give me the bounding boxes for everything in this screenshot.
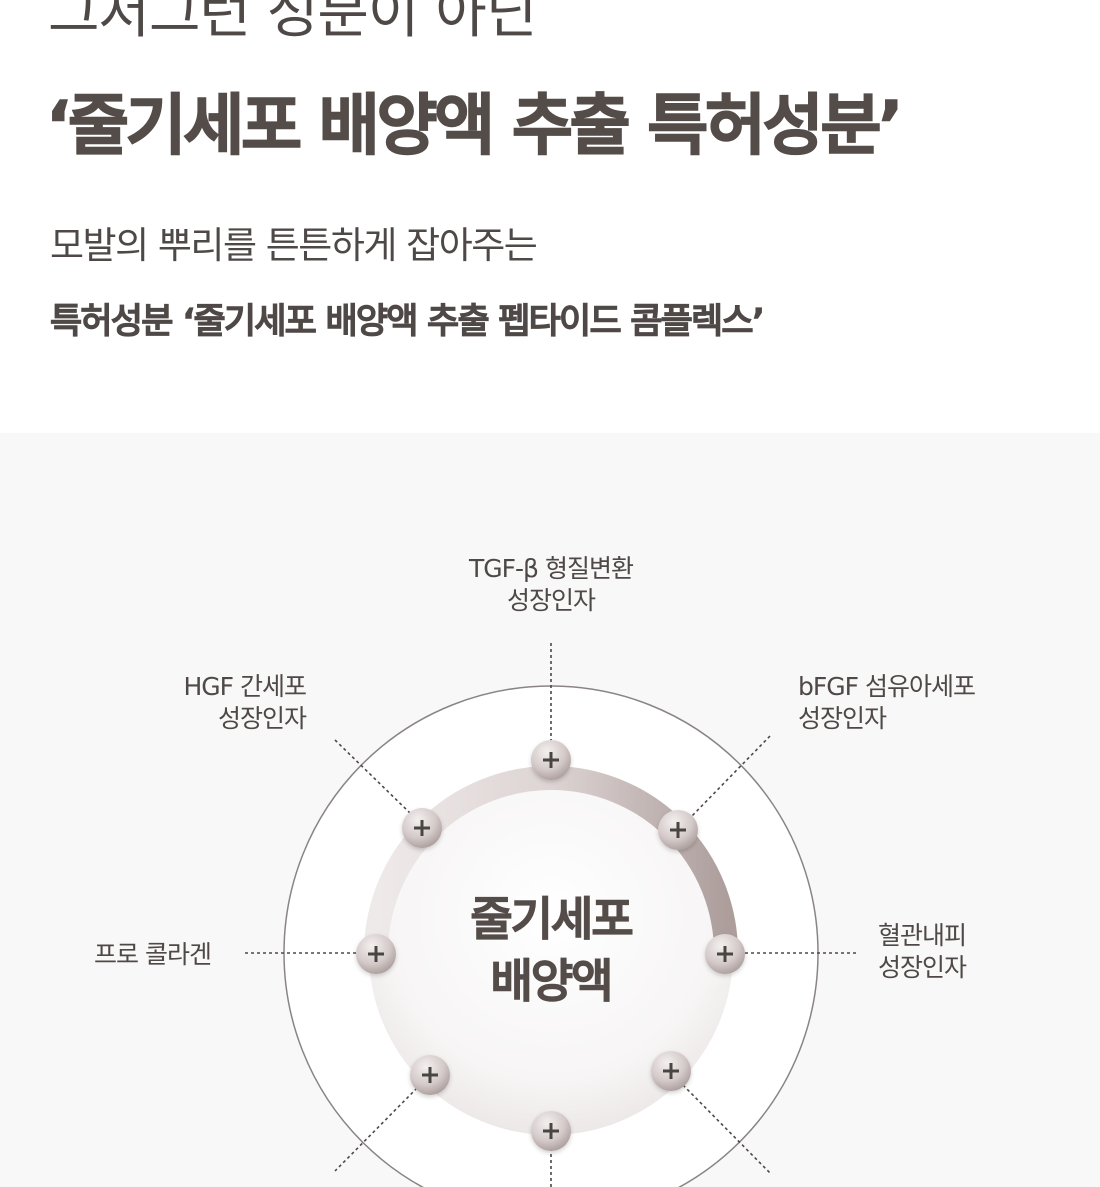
label-pro-collagen: 프로 콜라겐 (94, 939, 212, 971)
label-line: 성장인자 (506, 586, 596, 615)
label-line: bFGF 섬유아세포 (798, 672, 976, 701)
plus-icon (651, 1051, 691, 1091)
plus-icon (531, 740, 571, 780)
intro-line-partial: 그저그런 성분이 아닌 (48, 0, 537, 46)
label-line: 성장인자 (217, 704, 307, 733)
label-line: TGF-β 형질변환 (469, 554, 634, 583)
plus-icon (531, 1111, 571, 1151)
headline: ‘줄기세포 배양액 추출 특허성분’ (45, 86, 904, 165)
plus-nodes (356, 740, 745, 1151)
plus-icon (356, 934, 396, 974)
center-disc (369, 771, 733, 1135)
label-line: HGF 간세포 (183, 672, 308, 701)
label-line: 혈관내피 (878, 921, 967, 950)
connector-lines (245, 643, 858, 1187)
label-tgf-beta: TGF-β 형질변환 성장인자 (451, 553, 651, 617)
subtitle-line-1: 모발의 뿌리를 튼튼하게 잡아주는 (50, 224, 538, 267)
label-bfgf: bFGF 섬유아세포 성장인자 (798, 671, 976, 735)
ingredient-diagram: 줄기세포 배양액 TGF-β 형질변환 성장인자 HGF 간세포 성장인자 bF… (0, 433, 1100, 1187)
label-vegf: 혈관내피 성장인자 (878, 920, 967, 984)
diagram-graphic (245, 643, 858, 1187)
center-label-line-2: 배양액 (490, 954, 614, 1009)
plus-icon (410, 1055, 450, 1095)
label-line: 프로 콜라겐 (94, 940, 212, 969)
label-hgf: HGF 간세포 성장인자 (110, 671, 308, 735)
center-label: 줄기세포 배양액 (451, 888, 651, 1012)
label-line: 성장인자 (878, 953, 967, 982)
subtitle-line-2: 특허성분 ‘줄기세포 배양액 추출 펩타이드 콤플렉스’ (50, 302, 766, 343)
plus-icon (705, 934, 745, 974)
plus-icon (402, 808, 442, 848)
center-label-line-1: 줄기세포 (470, 892, 634, 947)
intro-section: 그저그런 성분이 아닌 ‘줄기세포 배양액 추출 특허성분’ 모발의 뿌리를 튼… (0, 0, 1100, 433)
plus-icon (658, 810, 698, 850)
label-line: 성장인자 (798, 704, 887, 733)
